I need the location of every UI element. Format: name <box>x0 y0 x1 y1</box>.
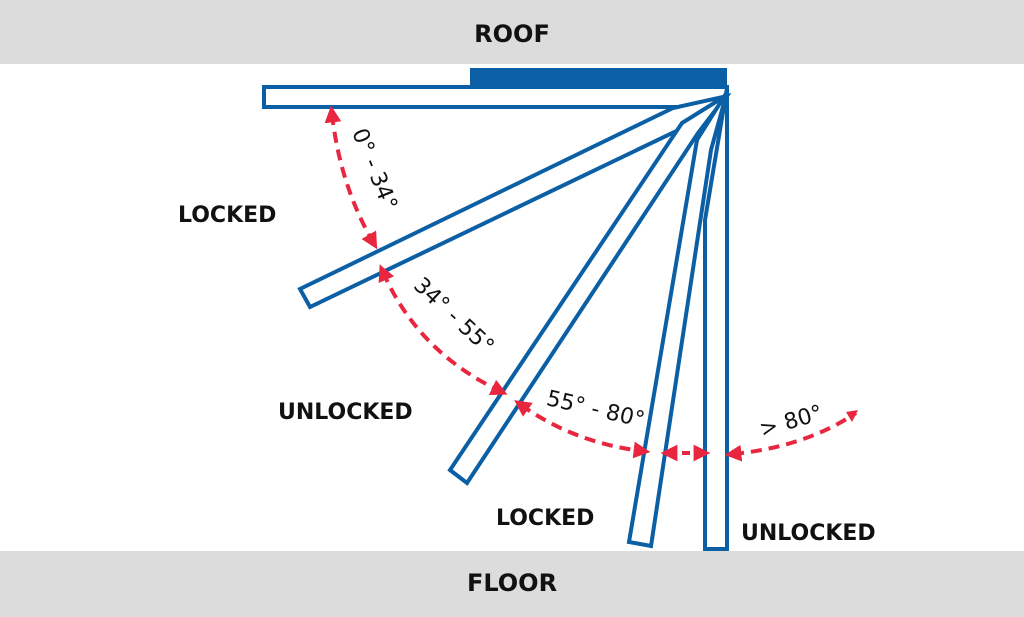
panel-90-degrees <box>703 87 729 551</box>
panel-55-degrees <box>447 93 729 486</box>
angle-label-34-55: 34° - 55° <box>408 273 498 359</box>
panel-80-degrees <box>626 90 729 549</box>
zone-label-unlocked-1: UNLOCKED <box>278 400 413 425</box>
angle-label-over-80: > 80° <box>757 401 826 443</box>
floor-label: FLOOR <box>466 569 558 597</box>
roof-label: ROOF <box>474 20 550 48</box>
arrow-range-55-80 <box>514 400 651 459</box>
angle-label-0-34: 0° - 34° <box>346 125 401 214</box>
zone-label-locked-1: LOCKED <box>178 203 276 228</box>
zone-label-locked-2: LOCKED <box>496 506 594 531</box>
roof-band: ROOF <box>0 0 1024 64</box>
hinge-bracket <box>470 68 727 87</box>
zone-label-unlocked-2: UNLOCKED <box>741 521 876 546</box>
floor-band: FLOOR <box>0 551 1024 617</box>
arrowhead-over-80 <box>846 410 858 422</box>
arrow-range-34-55 <box>378 264 508 395</box>
panel-0-degrees <box>262 85 729 109</box>
arrow-range-over-80 <box>724 411 858 462</box>
